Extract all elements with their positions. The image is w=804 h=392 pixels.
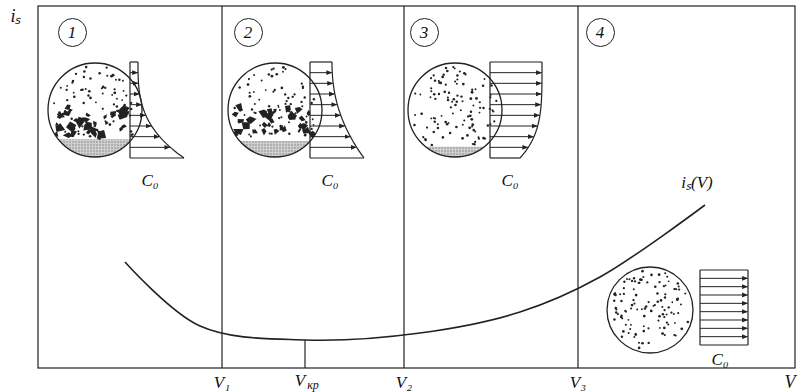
axis-label: C₀ (321, 172, 338, 189)
pipe-section (48, 63, 142, 186)
axis-label: кр (307, 379, 319, 391)
axis-label: V₃ (570, 374, 586, 391)
region-number-text: 1 (68, 24, 77, 41)
axis-label: V₁ (214, 374, 230, 391)
region-boundary (577, 6, 578, 368)
axis-label: iₛ (10, 7, 21, 25)
region-number: 1 (58, 18, 87, 47)
axis-label: V (295, 372, 305, 389)
region-boundary (403, 6, 404, 368)
region-boundary (221, 6, 222, 368)
region-number: 4 (586, 18, 615, 47)
region-number-text: 4 (596, 24, 605, 41)
region-number: 2 (234, 18, 263, 47)
region-number-text: 3 (420, 24, 429, 41)
axis-label: V₂ (396, 374, 412, 391)
pipe-section (607, 267, 693, 353)
pipe-section (408, 63, 502, 194)
region-number: 3 (410, 18, 439, 47)
axis-label: C₀ (501, 172, 518, 189)
axis-label: C₀ (141, 172, 158, 189)
concentration-profile (490, 62, 542, 158)
pipe-section (228, 63, 322, 188)
resistance-curve (125, 205, 705, 340)
critical-velocity-line (304, 340, 305, 368)
concentration-profile (130, 62, 184, 158)
axis-label: C₀ (711, 351, 728, 368)
axis-label: V (785, 373, 796, 391)
concentration-profile (700, 270, 748, 345)
region-number-text: 2 (244, 24, 253, 41)
concentration-profile (310, 62, 364, 158)
axis-label: iₛ(V) (681, 174, 712, 191)
axes (38, 6, 795, 368)
